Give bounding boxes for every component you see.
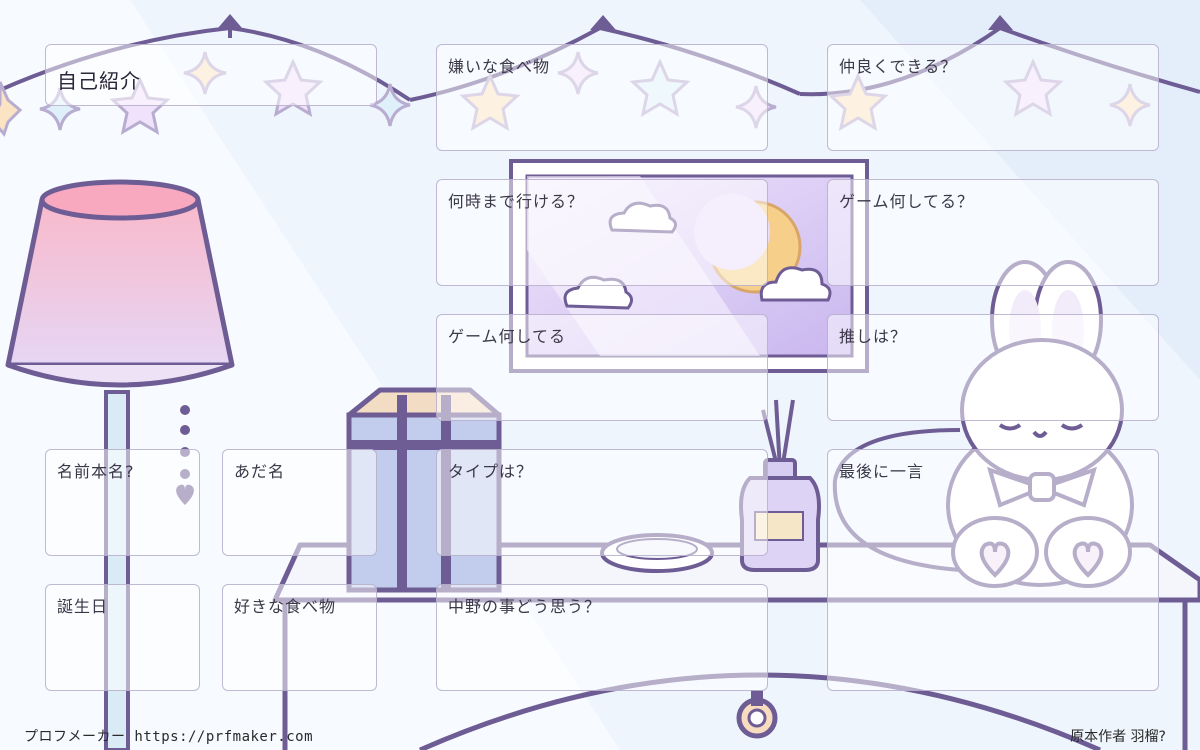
game-playing-label: ゲーム何してる [448, 327, 567, 346]
game-playing-question-label: ゲーム何してる？ [839, 192, 975, 211]
name-label: 名前本名? [57, 462, 135, 481]
nakano-opinion-label: 中野の事どう思う？ [448, 597, 602, 616]
nickname-label: あだ名 [234, 462, 286, 481]
last-word-label: 最後に一言 [839, 462, 925, 481]
disliked-food-field[interactable]: 嫌いな食べ物 [436, 44, 768, 151]
until-when-field[interactable]: 何時まで行ける？ [436, 179, 768, 286]
favorite-food-label: 好きな食べ物 [234, 597, 337, 616]
footer-credit-link[interactable]: プロフメーカー https://prfmaker.com [24, 729, 314, 745]
nickname-field[interactable]: あだ名 [222, 449, 377, 556]
game-playing-field[interactable]: ゲーム何してる [436, 314, 768, 421]
name-field[interactable]: 名前本名? [45, 449, 200, 556]
birthday-label: 誕生日 [57, 597, 109, 616]
disliked-food-label: 嫌いな食べ物 [448, 57, 551, 76]
game-playing-question-field[interactable]: ゲーム何してる？ [827, 179, 1159, 286]
type-label: タイプは？ [448, 462, 534, 481]
page-title: 自己紹介 [57, 69, 141, 93]
sparkle-icon [369, 83, 411, 127]
nakano-opinion-field[interactable]: 中野の事どう思う？ [436, 584, 768, 691]
birthday-field[interactable]: 誕生日 [45, 584, 200, 691]
until-when-label: 何時まで行ける？ [448, 192, 585, 211]
get-along-label: 仲良くできる？ [839, 57, 958, 76]
oshi-label: 推しは？ [839, 327, 908, 346]
footer-original-author: 原本作者 羽榴? [1070, 729, 1166, 745]
star-icon [0, 81, 23, 137]
favorite-food-field[interactable]: 好きな食べ物 [222, 584, 377, 691]
last-word-field[interactable]: 最後に一言 [827, 449, 1159, 691]
oshi-field[interactable]: 推しは？ [827, 314, 1159, 421]
get-along-field[interactable]: 仲良くできる？ [827, 44, 1159, 151]
title-card: 自己紹介 [45, 44, 377, 106]
type-field[interactable]: タイプは？ [436, 449, 768, 556]
